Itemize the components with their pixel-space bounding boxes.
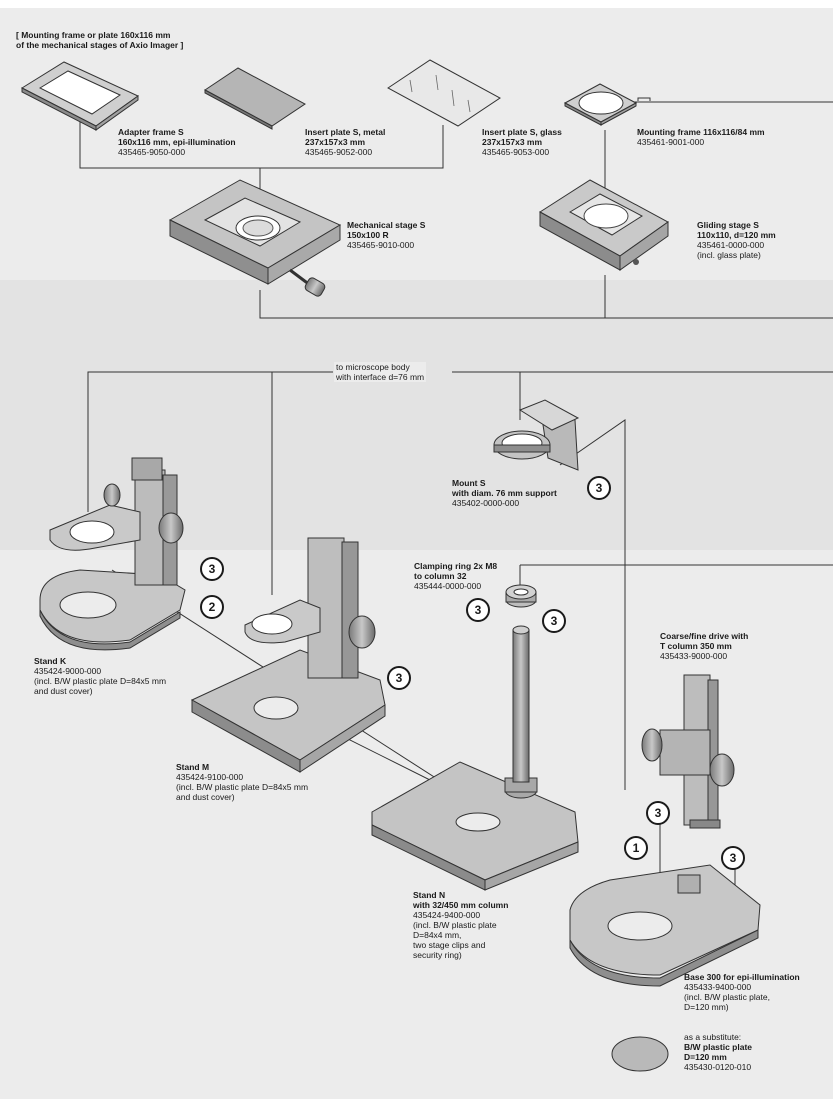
stand-m-extra-2: and dust cover) [176, 792, 235, 802]
insert-metal-title: Insert plate S, metal [305, 127, 386, 137]
stand-m-title: Stand M [176, 762, 210, 772]
stand-n-extra-1: (incl. B/W plastic plate [413, 920, 497, 930]
stand-k-illustration [39, 457, 186, 651]
base-300-extra-1: (incl. B/W plastic plate, [684, 992, 770, 1002]
stand-n-extra-4: security ring) [413, 950, 462, 960]
stand-n-desc: with 32/450 mm column [413, 900, 509, 910]
stand-n-extra-2: D=84x4 mm, [413, 930, 462, 940]
mount-s-title: Mount S [452, 478, 486, 488]
gliding-stage-desc: 110x110, d=120 mm [697, 230, 776, 240]
stage-section-band [0, 8, 833, 280]
adapter-frame-number: 435465-9050-000 [118, 147, 186, 157]
callout-3-stand-m: 3 [387, 666, 411, 690]
plastic-plate-title: B/W plastic plate [684, 1042, 753, 1052]
mount-s-number: 435402-0000-000 [452, 498, 520, 508]
header-note: [ Mounting frame or plate 160x116 mm of … [16, 30, 183, 50]
stand-k-extra-2: and dust cover) [34, 686, 93, 696]
base-300-label: Base 300 for epi-illumination 435433-940… [684, 972, 800, 1012]
mount-s-illustration [493, 399, 580, 471]
gliding-stage-number: 435461-0000-000 [697, 240, 765, 250]
mechanical-stage-illustration [168, 179, 342, 297]
insert-plate-glass-illustration [387, 59, 501, 127]
base-300-number: 435433-9400-000 [684, 982, 752, 992]
plastic-plate-number: 435430-0120-010 [684, 1062, 752, 1072]
insert-plate-metal-label: Insert plate S, metal 237x157x3 mm 43546… [305, 127, 385, 157]
mech-stage-number: 435465-9010-000 [347, 240, 415, 250]
body-note-line-1: to microscope body [336, 362, 410, 372]
adapter-frame-title: Adapter frame S [118, 127, 184, 137]
stand-k-extra-1: (incl. B/W plastic plate D=84x5 mm [34, 676, 167, 686]
insert-glass-number: 435465-9053-000 [482, 147, 550, 157]
stand-m-label: Stand M 435424-9100-000 (incl. B/W plast… [176, 762, 308, 802]
adapter-frame-desc: 160x116 mm, epi-illumination [118, 137, 236, 147]
header-note-line-1: [ Mounting frame or plate 160x116 mm [16, 30, 171, 40]
mount-s-label: Mount S with diam. 76 mm support 435402-… [452, 478, 557, 508]
coarse-fine-label: Coarse/fine drive with T column 350 mm 4… [660, 631, 748, 661]
gliding-stage-title: Gliding stage S [697, 220, 759, 230]
mechanical-stage-label: Mechanical stage S 150x100 R 435465-9010… [347, 220, 425, 250]
clamping-ring-desc: to column 32 [414, 571, 467, 581]
stand-n-illustration [371, 625, 579, 891]
clamping-ring-number: 435444-0000-000 [414, 581, 482, 591]
insert-metal-number: 435465-9052-000 [305, 147, 373, 157]
mounting-frame-label: Mounting frame 116x116/84 mm 435461-9001… [637, 127, 765, 147]
callout-1-base-300: 1 [624, 836, 648, 860]
stand-n-extra-3: two stage clips and [413, 940, 486, 950]
gliding-stage-label: Gliding stage S 110x110, d=120 mm 435461… [697, 220, 776, 260]
body-interface-note: to microscope body with interface d=76 m… [334, 362, 427, 382]
coarse-fine-title: Coarse/fine drive with [660, 631, 749, 641]
mounting-frame-number: 435461-9001-000 [637, 137, 705, 147]
plastic-plate-pre: as a substitute: [684, 1032, 742, 1042]
callout-3-base-300-right: 3 [721, 846, 745, 870]
stand-m-number: 435424-9100-000 [176, 772, 244, 782]
mounting-frame-illustration [563, 83, 638, 126]
insert-glass-title: Insert plate S, glass [482, 127, 562, 137]
stand-m-extra-1: (incl. B/W plastic plate D=84x5 mm [176, 782, 309, 792]
plastic-plate-label: as a substitute: B/W plastic plate D=120… [684, 1032, 752, 1072]
gliding-stage-illustration [539, 179, 669, 271]
base-300-title: Base 300 for epi-illumination [684, 972, 800, 982]
callout-3-mount-s: 3 [587, 476, 611, 500]
gliding-stage-extra: (incl. glass plate) [697, 250, 761, 260]
callout-3-clamping-ring-right: 3 [542, 609, 566, 633]
callout-3-clamping-ring-left: 3 [466, 598, 490, 622]
plastic-plate-illustration [611, 1036, 669, 1072]
body-note-line-2: with interface d=76 mm [336, 372, 425, 382]
stand-n-label: Stand N with 32/450 mm column 435424-940… [413, 890, 508, 960]
mech-stage-title: Mechanical stage S [347, 220, 426, 230]
stand-n-number: 435424-9400-000 [413, 910, 481, 920]
clamping-ring-illustration [505, 584, 537, 608]
header-note-line-2: of the mechanical stages of Axio Imager … [16, 40, 184, 50]
coarse-fine-drive-illustration [641, 674, 735, 829]
insert-plate-glass-label: Insert plate S, glass 237x157x3 mm 43546… [482, 127, 562, 157]
insert-metal-desc: 237x157x3 mm [305, 137, 366, 147]
callout-3-base-300-top: 3 [646, 801, 670, 825]
adapter-frame-illustration [20, 61, 139, 131]
coarse-fine-desc: T column 350 mm [660, 641, 732, 651]
stand-k-title: Stand K [34, 656, 67, 666]
insert-glass-desc: 237x157x3 mm [482, 137, 543, 147]
insert-plate-metal-illustration [204, 67, 306, 130]
mounting-frame-title: Mounting frame 116x116/84 mm [637, 127, 765, 137]
mount-s-desc: with diam. 76 mm support [452, 488, 557, 498]
mech-stage-desc: 150x100 R [347, 230, 389, 240]
clamping-ring-title: Clamping ring 2x M8 [414, 561, 498, 571]
stand-k-number: 435424-9000-000 [34, 666, 102, 676]
stand-k-label: Stand K 435424-9000-000 (incl. B/W plast… [34, 656, 166, 696]
base-300-extra-2: D=120 mm) [684, 1002, 729, 1012]
coarse-fine-number: 435433-9000-000 [660, 651, 728, 661]
adapter-frame-label: Adapter frame S 160x116 mm, epi-illumina… [118, 127, 236, 157]
callout-2-stand-k: 2 [200, 595, 224, 619]
stand-m-illustration [190, 537, 386, 773]
base-300-illustration [569, 864, 761, 987]
stand-n-title: Stand N [413, 890, 446, 900]
callout-3-stand-k: 3 [200, 557, 224, 581]
clamping-ring-label: Clamping ring 2x M8 to column 32 435444-… [414, 561, 497, 591]
plastic-plate-desc: D=120 mm [684, 1052, 727, 1062]
